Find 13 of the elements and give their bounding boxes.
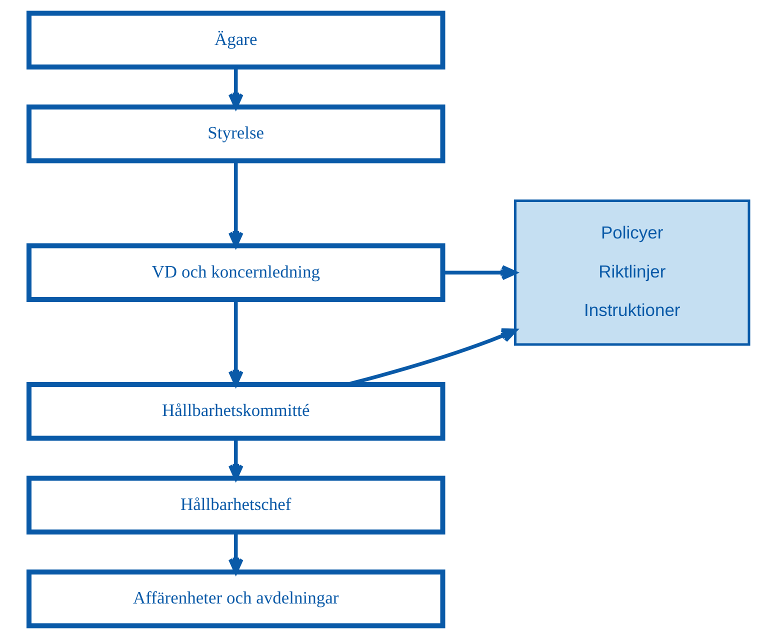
node-box: Styrelse xyxy=(26,104,445,164)
arrow xyxy=(228,160,243,248)
arrow xyxy=(442,265,516,280)
arrow xyxy=(228,438,243,480)
arrow xyxy=(228,532,243,574)
node-box: Hållbarhetschef xyxy=(26,476,445,534)
node-box: VD och koncernledning xyxy=(26,243,445,302)
arrow xyxy=(228,300,243,386)
node-box: Policyer Riktlinjer Instruktioner xyxy=(514,200,750,346)
arrow xyxy=(228,67,243,109)
node-box: Ägare xyxy=(26,10,445,70)
node-box: Affärenheter och avdelningar xyxy=(26,570,445,628)
node-box: Hållbarhetskommitté xyxy=(26,382,445,441)
